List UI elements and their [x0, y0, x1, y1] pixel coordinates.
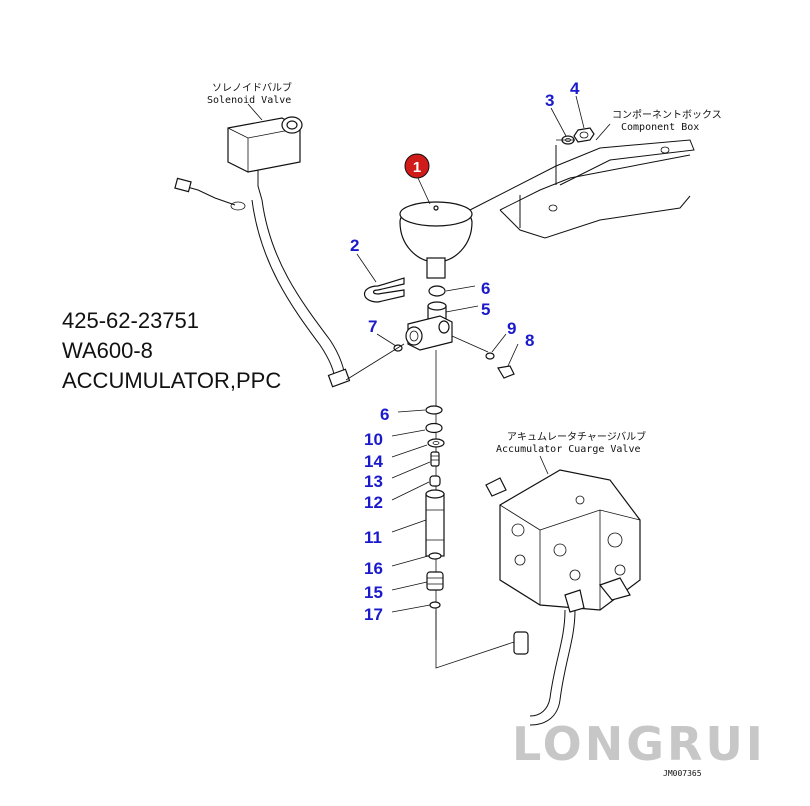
valve-block-drawing [345, 285, 515, 381]
accumulator-drawing [399, 201, 473, 279]
solenoid-valve-drawing [174, 116, 351, 388]
callout-10[interactable]: 10 [364, 430, 383, 449]
component-box-label-jp: コンポーネントボックス [612, 109, 722, 121]
drawing-code: JM007365 [663, 769, 702, 778]
callout-3[interactable]: 3 [545, 91, 554, 110]
charge-valve-label-en: Accumulator Cuarge Valve [496, 444, 641, 455]
callout-12[interactable]: 12 [364, 493, 383, 512]
callout-11[interactable]: 11 [364, 528, 382, 547]
longrui-watermark: LONGRUI [512, 717, 766, 771]
callout-1-label: 1 [413, 159, 421, 176]
solenoid-valve-label-jp: ソレノイドバルブ [212, 81, 292, 94]
callout-9[interactable]: 9 [507, 319, 516, 338]
charge-valve-label-jp: アキュムレータチャージバルブ [507, 430, 646, 443]
charge-valve-drawing [485, 469, 641, 726]
part-number: 425-62-23751 [62, 308, 200, 333]
callout-17[interactable]: 17 [364, 605, 383, 624]
callout-15[interactable]: 15 [364, 583, 383, 602]
component-box-bracket-drawing [469, 139, 695, 239]
callout-6-upper[interactable]: 6 [481, 279, 490, 298]
valve-stack-drawing [425, 350, 521, 669]
part-description: ACCUMULATOR,PPC [62, 368, 282, 393]
washer-nut-drawing [561, 127, 595, 145]
u-bolt-drawing [363, 277, 405, 303]
callout-4[interactable]: 4 [570, 79, 580, 98]
callout-7[interactable]: 7 [368, 317, 377, 336]
callout-leaders [247, 95, 611, 613]
callout-6-lower[interactable]: 6 [380, 405, 389, 424]
title-block: 425-62-23751 WA600-8 ACCUMULATOR,PPC [62, 306, 281, 396]
callout-13[interactable]: 13 [364, 472, 383, 491]
solenoid-valve-label-en: Solenoid Valve [207, 95, 291, 106]
machine-model: WA600-8 [62, 338, 153, 363]
callout-5[interactable]: 5 [481, 300, 490, 319]
callout-1-badge[interactable]: 1 [404, 153, 430, 179]
callout-8[interactable]: 8 [525, 331, 534, 350]
callout-14[interactable]: 14 [364, 452, 383, 471]
callout-16[interactable]: 16 [364, 559, 383, 578]
callout-2[interactable]: 2 [350, 236, 359, 255]
component-box-label-en: Component Box [621, 122, 699, 133]
